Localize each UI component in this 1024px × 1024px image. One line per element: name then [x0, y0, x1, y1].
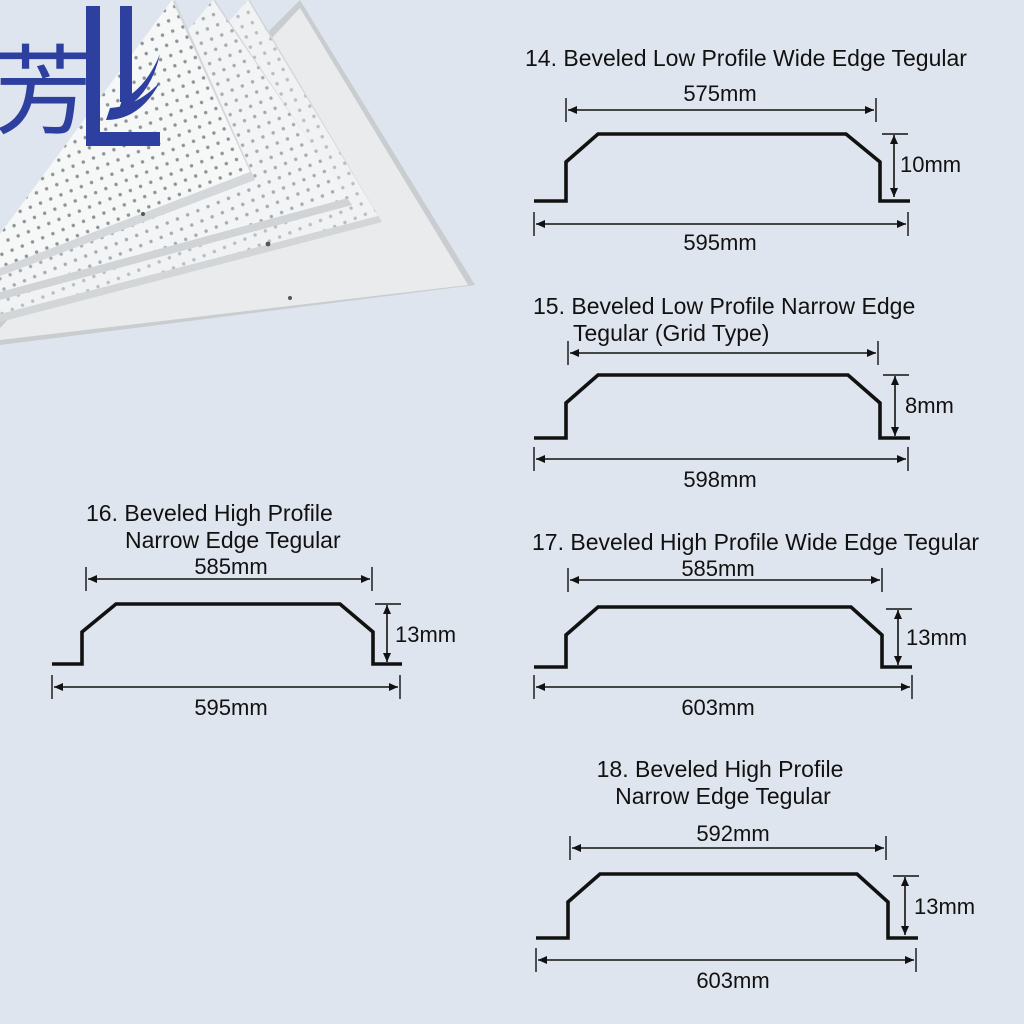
bottom-dimension-arrow	[536, 683, 910, 691]
height-dimension-label: 13mm	[914, 894, 975, 919]
top-dimension-arrow	[88, 575, 370, 583]
bottom-dimension-label: 603mm	[696, 968, 769, 993]
top-dimension-label: 585mm	[681, 556, 754, 581]
top-dimension-label: 592mm	[696, 821, 769, 846]
tegular-profile-outline	[52, 602, 402, 666]
height-dimension-label: 13mm	[395, 622, 456, 647]
tegular-profile-outline	[534, 132, 910, 203]
profile-title-line: Tegular (Grid Type)	[573, 320, 769, 346]
top-dimension-arrow	[568, 106, 874, 114]
top-dimension-label: 575mm	[683, 81, 756, 106]
profile-p15: 15. Beveled Low Profile Narrow EdgeTegul…	[533, 293, 954, 492]
height-dimension-label: 8mm	[905, 393, 954, 418]
tegular-profile-outline	[534, 373, 910, 440]
profile-p14: 14. Beveled Low Profile Wide Edge Tegula…	[525, 45, 967, 255]
bottom-dimension-label: 595mm	[683, 230, 756, 255]
profile-list: 14. Beveled Low Profile Wide Edge Tegula…	[51, 45, 979, 993]
bottom-dimension-label: 598mm	[683, 467, 756, 492]
profile-p17: 17. Beveled High Profile Wide Edge Tegul…	[532, 529, 979, 720]
profile-title-line: Narrow Edge Tegular	[615, 783, 831, 809]
top-dimension-arrow	[570, 576, 880, 584]
height-dimension-arrow	[890, 135, 898, 197]
tegular-profile-outline	[536, 872, 918, 940]
top-dimension-arrow	[570, 349, 876, 357]
profile-title-line: 16. Beveled High Profile	[86, 500, 333, 526]
top-dimension-label: 585mm	[194, 554, 267, 579]
bottom-dimension-label: 595mm	[194, 695, 267, 720]
top-dimension-arrow	[572, 844, 884, 852]
brand-logo: 芳	[0, 6, 160, 147]
profile-title-line: 15. Beveled Low Profile Narrow Edge	[533, 293, 915, 319]
height-dimension-arrow	[901, 877, 909, 935]
bottom-dimension-arrow	[54, 683, 398, 691]
profile-title-line: 17. Beveled High Profile Wide Edge Tegul…	[532, 529, 979, 555]
tegular-profile-outline	[534, 605, 912, 669]
height-dimension-arrow	[894, 610, 902, 665]
bottom-dimension-label: 603mm	[681, 695, 754, 720]
profile-title-line: Narrow Edge Tegular	[125, 527, 341, 553]
bottom-dimension-arrow	[538, 956, 914, 964]
height-dimension-label: 13mm	[906, 625, 967, 650]
height-dimension-label: 10mm	[900, 152, 961, 177]
height-dimension-arrow	[891, 376, 899, 436]
profile-title-line: 14. Beveled Low Profile Wide Edge Tegula…	[525, 45, 967, 71]
height-dimension-arrow	[383, 605, 391, 662]
svg-text:芳: 芳	[0, 37, 92, 147]
bottom-dimension-arrow	[536, 455, 906, 463]
profile-title-line: 18. Beveled High Profile	[597, 756, 844, 782]
bottom-dimension-arrow	[536, 220, 906, 228]
